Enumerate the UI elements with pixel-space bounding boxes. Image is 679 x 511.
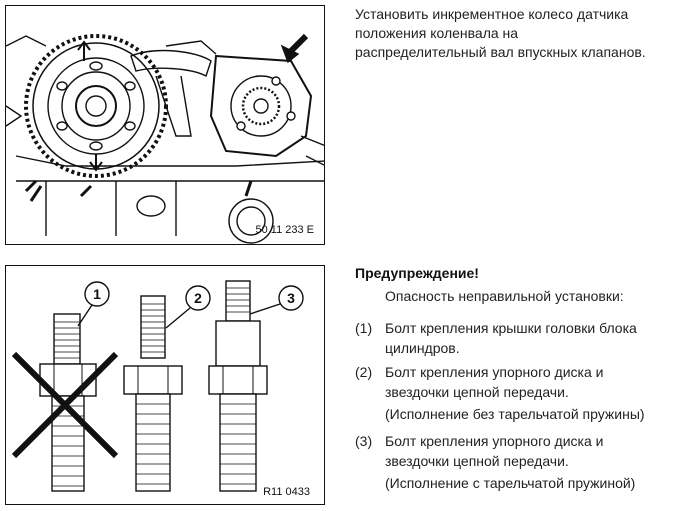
item-line: Болт крепления упорного диска и <box>385 364 604 380</box>
bolts-drawing: 1 2 3 <box>11 280 304 492</box>
warning-title: Предупреждение! <box>355 265 479 281</box>
bolt-2 <box>123 295 183 492</box>
intro-line: Установить инкрементное колесо датчика <box>355 6 629 22</box>
sensor-wheel <box>209 54 313 158</box>
callout-2-label: 2 <box>194 290 202 306</box>
engine-drawing <box>6 33 324 244</box>
item-number: (3) <box>355 433 373 449</box>
intro-line: распределительный вал впускных клапанов. <box>355 44 646 60</box>
callout-2-circle <box>185 285 211 311</box>
item-note: (Исполнение без тарельчатой пружины) <box>385 406 645 422</box>
item-line: Болт крепления упорного диска и <box>385 433 604 449</box>
figure-code: R11 0433 <box>263 486 310 498</box>
item-line: звездочки цепной передачи. <box>385 453 569 469</box>
callout-1-circle <box>84 281 110 307</box>
bolt-3 <box>208 280 268 492</box>
figure-code: 50 11 233 E <box>255 224 314 236</box>
item-note: (Исполнение с тарельчатой пружиной) <box>385 475 636 491</box>
item-number: (2) <box>355 364 373 380</box>
arrow-down-icon <box>89 154 103 172</box>
item-line: звездочки цепной передачи. <box>385 384 569 400</box>
item-number: (1) <box>355 320 373 336</box>
arrow-up-icon <box>77 40 91 61</box>
callout-3-label: 3 <box>287 290 295 306</box>
callout-3-circle <box>278 285 304 311</box>
item-line: Болт крепления крышки головки блока <box>385 320 637 336</box>
intro-line: положения коленвала на <box>355 25 519 41</box>
bolt-1 <box>11 313 119 492</box>
cross-out-icon <box>11 351 119 459</box>
intro-text: Установить инкрементное колесо датчика п… <box>355 5 675 62</box>
warning-subtitle: Опасность неправильной установки: <box>385 288 624 304</box>
callout-1-label: 1 <box>93 286 101 302</box>
bolts-illustration: 1 2 3 R11 0433 <box>5 265 325 505</box>
engine-camshaft-illustration: 50 11 233 E <box>5 5 325 245</box>
item-line: цилиндров. <box>385 340 460 356</box>
